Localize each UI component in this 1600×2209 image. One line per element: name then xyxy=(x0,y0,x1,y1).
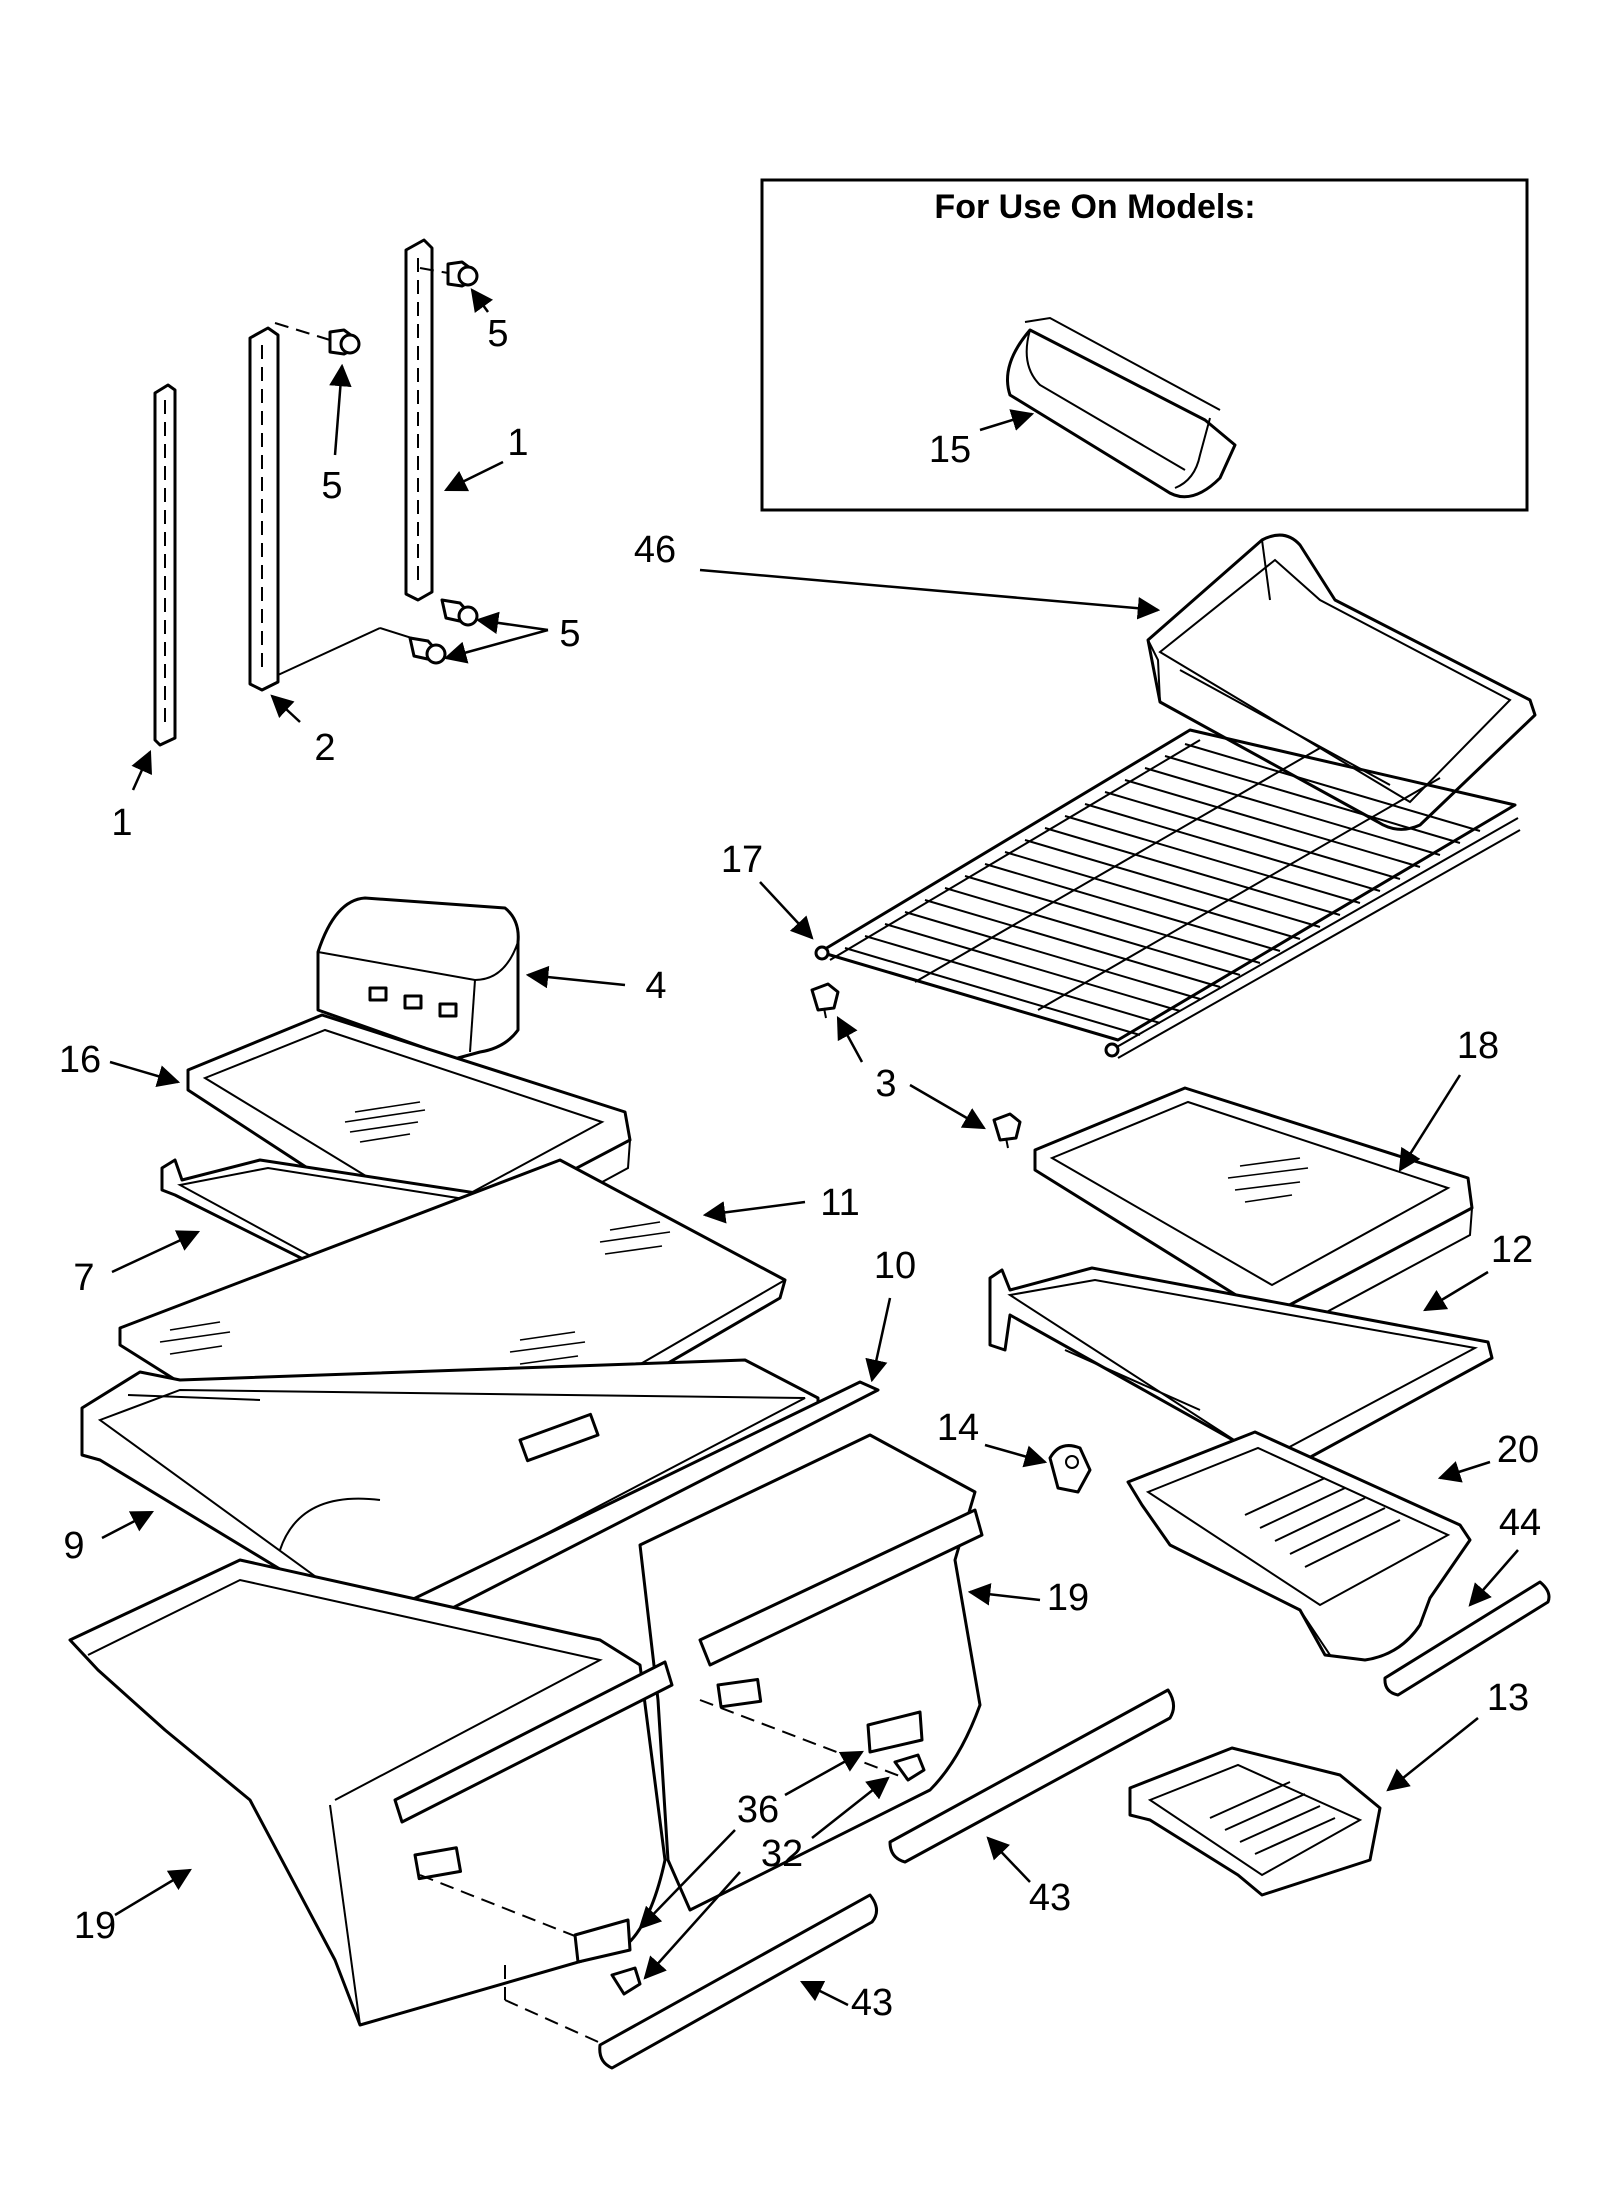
part-32-clips xyxy=(610,1753,926,1996)
callout-19-left: 19 xyxy=(74,1905,116,1947)
callout-11: 11 xyxy=(820,1182,859,1224)
callout-5-top: 5 xyxy=(487,313,508,355)
part-13-tray xyxy=(1128,1746,1382,1897)
callout-17: 17 xyxy=(721,839,763,881)
callout-32: 32 xyxy=(761,1833,803,1875)
part-2-center-upright xyxy=(248,326,419,692)
callout-5-middle: 5 xyxy=(321,465,342,507)
callout-7: 7 xyxy=(73,1257,94,1299)
callout-19-right: 19 xyxy=(1047,1577,1089,1619)
part-14-lock xyxy=(1048,1444,1092,1494)
callout-44: 44 xyxy=(1499,1502,1541,1544)
callout-16: 16 xyxy=(59,1039,101,1081)
callout-10: 10 xyxy=(874,1245,916,1287)
part-3-shelf-stops xyxy=(810,982,1022,1149)
callout-14: 14 xyxy=(937,1407,979,1449)
part-19-left-drawer xyxy=(68,1558,674,2027)
part-36-clips xyxy=(573,1710,924,1964)
part-20-deli-drawer xyxy=(1126,1430,1472,1662)
callout-13: 13 xyxy=(1487,1677,1529,1719)
callout-9: 9 xyxy=(63,1525,84,1567)
models-inset: For Use On Models: 15 xyxy=(760,178,1529,512)
callout-5-bottom: 5 xyxy=(559,613,580,655)
part-43-slide-right xyxy=(888,1688,1175,1864)
callout-4: 4 xyxy=(645,965,666,1007)
part-1-left-upright xyxy=(153,383,177,747)
callout-43-left: 43 xyxy=(851,1982,893,2024)
part-12-shelf-frame xyxy=(988,1266,1494,1480)
callout-43-right: 43 xyxy=(1029,1877,1071,1919)
part-17-wire-shelf xyxy=(814,728,1521,1059)
part-43-slide-left xyxy=(598,1893,878,2070)
part-46-bin xyxy=(1146,533,1537,831)
part-15-rail xyxy=(1006,316,1237,499)
callout-1-right: 1 xyxy=(507,422,528,464)
callout-1-left: 1 xyxy=(111,802,132,844)
callout-18: 18 xyxy=(1457,1025,1499,1067)
callout-20: 20 xyxy=(1497,1429,1539,1471)
callout-12: 12 xyxy=(1491,1229,1533,1271)
inset-title: For Use On Models: xyxy=(934,188,1255,226)
callout-3: 3 xyxy=(875,1063,896,1105)
part-5-screws xyxy=(274,260,479,665)
callout-46: 46 xyxy=(634,529,676,571)
callout-15: 15 xyxy=(929,429,971,471)
callout-36: 36 xyxy=(737,1789,779,1831)
callout-2: 2 xyxy=(314,727,335,769)
part-1-right-upright xyxy=(404,238,434,602)
part-44-trim xyxy=(1383,1580,1551,1697)
part-19-right-drawer xyxy=(638,1433,984,1912)
